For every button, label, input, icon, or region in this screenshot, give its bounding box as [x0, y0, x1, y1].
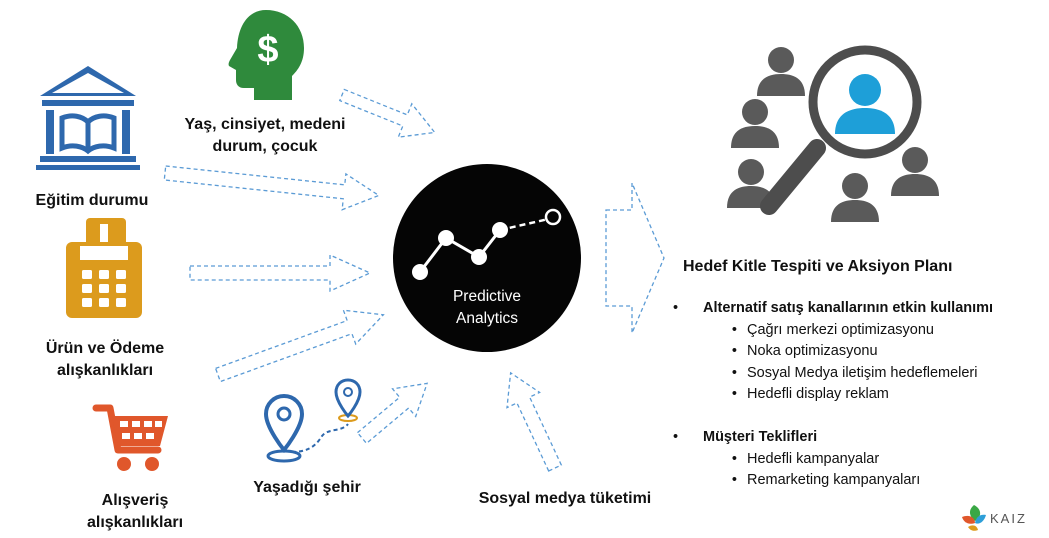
plan-group-channels: •Alternatif satış kanallarının etkin kul…	[673, 298, 993, 406]
arrow-payment	[189, 253, 372, 293]
list-item: •Sosyal Medya iletişim hedeflemeleri	[731, 364, 978, 381]
label-payment-line1: Ürün ve Ödeme	[45, 340, 165, 357]
label-demographics-line2: durum, çocuk	[212, 138, 318, 155]
list-item: •Noka optimizasyonu	[731, 343, 878, 360]
list-item-text: Çağrı merkezi optimizasyonu	[747, 321, 934, 338]
plan-group-offers: •Müşteri Teklifleri •Hedefli kampanyalar…	[673, 427, 920, 492]
payment-terminal-icon	[66, 218, 142, 318]
label-demographics-line1: Yaş, cinsiyet, medeni	[184, 116, 346, 133]
plan-group-title-text: Alternatif satış kanallarının etkin kull…	[703, 300, 994, 316]
center-title-line1: Predictive	[452, 288, 522, 305]
kaiz-logo-text: KAIZ	[990, 511, 1027, 526]
arrow-payment-lower	[214, 309, 385, 383]
list-item: •Hedefli kampanyalar	[731, 450, 880, 467]
label-shopping: Alışveriş alışkanlıkları	[60, 490, 210, 534]
label-city: Yaşadığı şehir	[253, 479, 361, 496]
plan-group-title-text: Müşteri Teklifleri	[703, 429, 818, 445]
label-payment: Ürün ve Ödeme alışkanlıkları	[20, 338, 190, 382]
arrow-output	[605, 182, 665, 334]
list-item: •Hedefli display reklam	[731, 386, 889, 403]
head-dollar-icon: $	[228, 10, 304, 100]
label-payment-line2: alışkanlıkları	[56, 362, 154, 379]
label-demographics: Yaş, cinsiyet, medeni durum, çocuk	[160, 114, 370, 158]
dollar-icon: $	[257, 29, 278, 71]
output-heading: Hedef Kitle Tespiti ve Aksiyon Planı	[683, 258, 953, 275]
list-item-text: Sosyal Medya iletişim hedeflemeleri	[747, 364, 978, 381]
highlighted-user-icon	[835, 74, 895, 134]
list-item-text: Hedefli display reklam	[747, 386, 889, 403]
plan-group-title: •Alternatif satış kanallarının etkin kul…	[673, 300, 994, 316]
shopping-cart-icon	[92, 404, 168, 471]
user-icons	[727, 47, 939, 222]
kaiz-leaf-icon	[962, 505, 986, 531]
list-item: •Çağrı merkezi optimizasyonu	[731, 321, 934, 338]
label-education: Eğitim durumu	[35, 192, 149, 209]
education-building-icon	[36, 66, 140, 170]
list-item-text: Noka optimizasyonu	[747, 343, 878, 360]
list-item-text: Remarketing kampanyaları	[747, 472, 921, 489]
center-title-line2: Analytics	[455, 310, 519, 327]
label-shopping-line1: Alışveriş	[101, 492, 169, 509]
list-item: •Remarketing kampanyaları	[731, 472, 921, 489]
magnifier-icon	[760, 45, 922, 215]
label-social: Sosyal medya tüketimi	[478, 490, 652, 507]
label-shopping-line2: alışkanlıkları	[86, 514, 184, 531]
plan-group-title: •Müşteri Teklifleri	[673, 429, 818, 445]
arrow-city	[356, 382, 429, 445]
trend-line-icon	[412, 208, 562, 280]
arrow-education	[163, 165, 381, 211]
audience-search-icon	[727, 45, 939, 222]
map-pins-icon	[263, 378, 362, 463]
list-item-text: Hedefli kampanyalar	[747, 450, 880, 467]
center-title: Predictive Analytics	[432, 286, 542, 330]
